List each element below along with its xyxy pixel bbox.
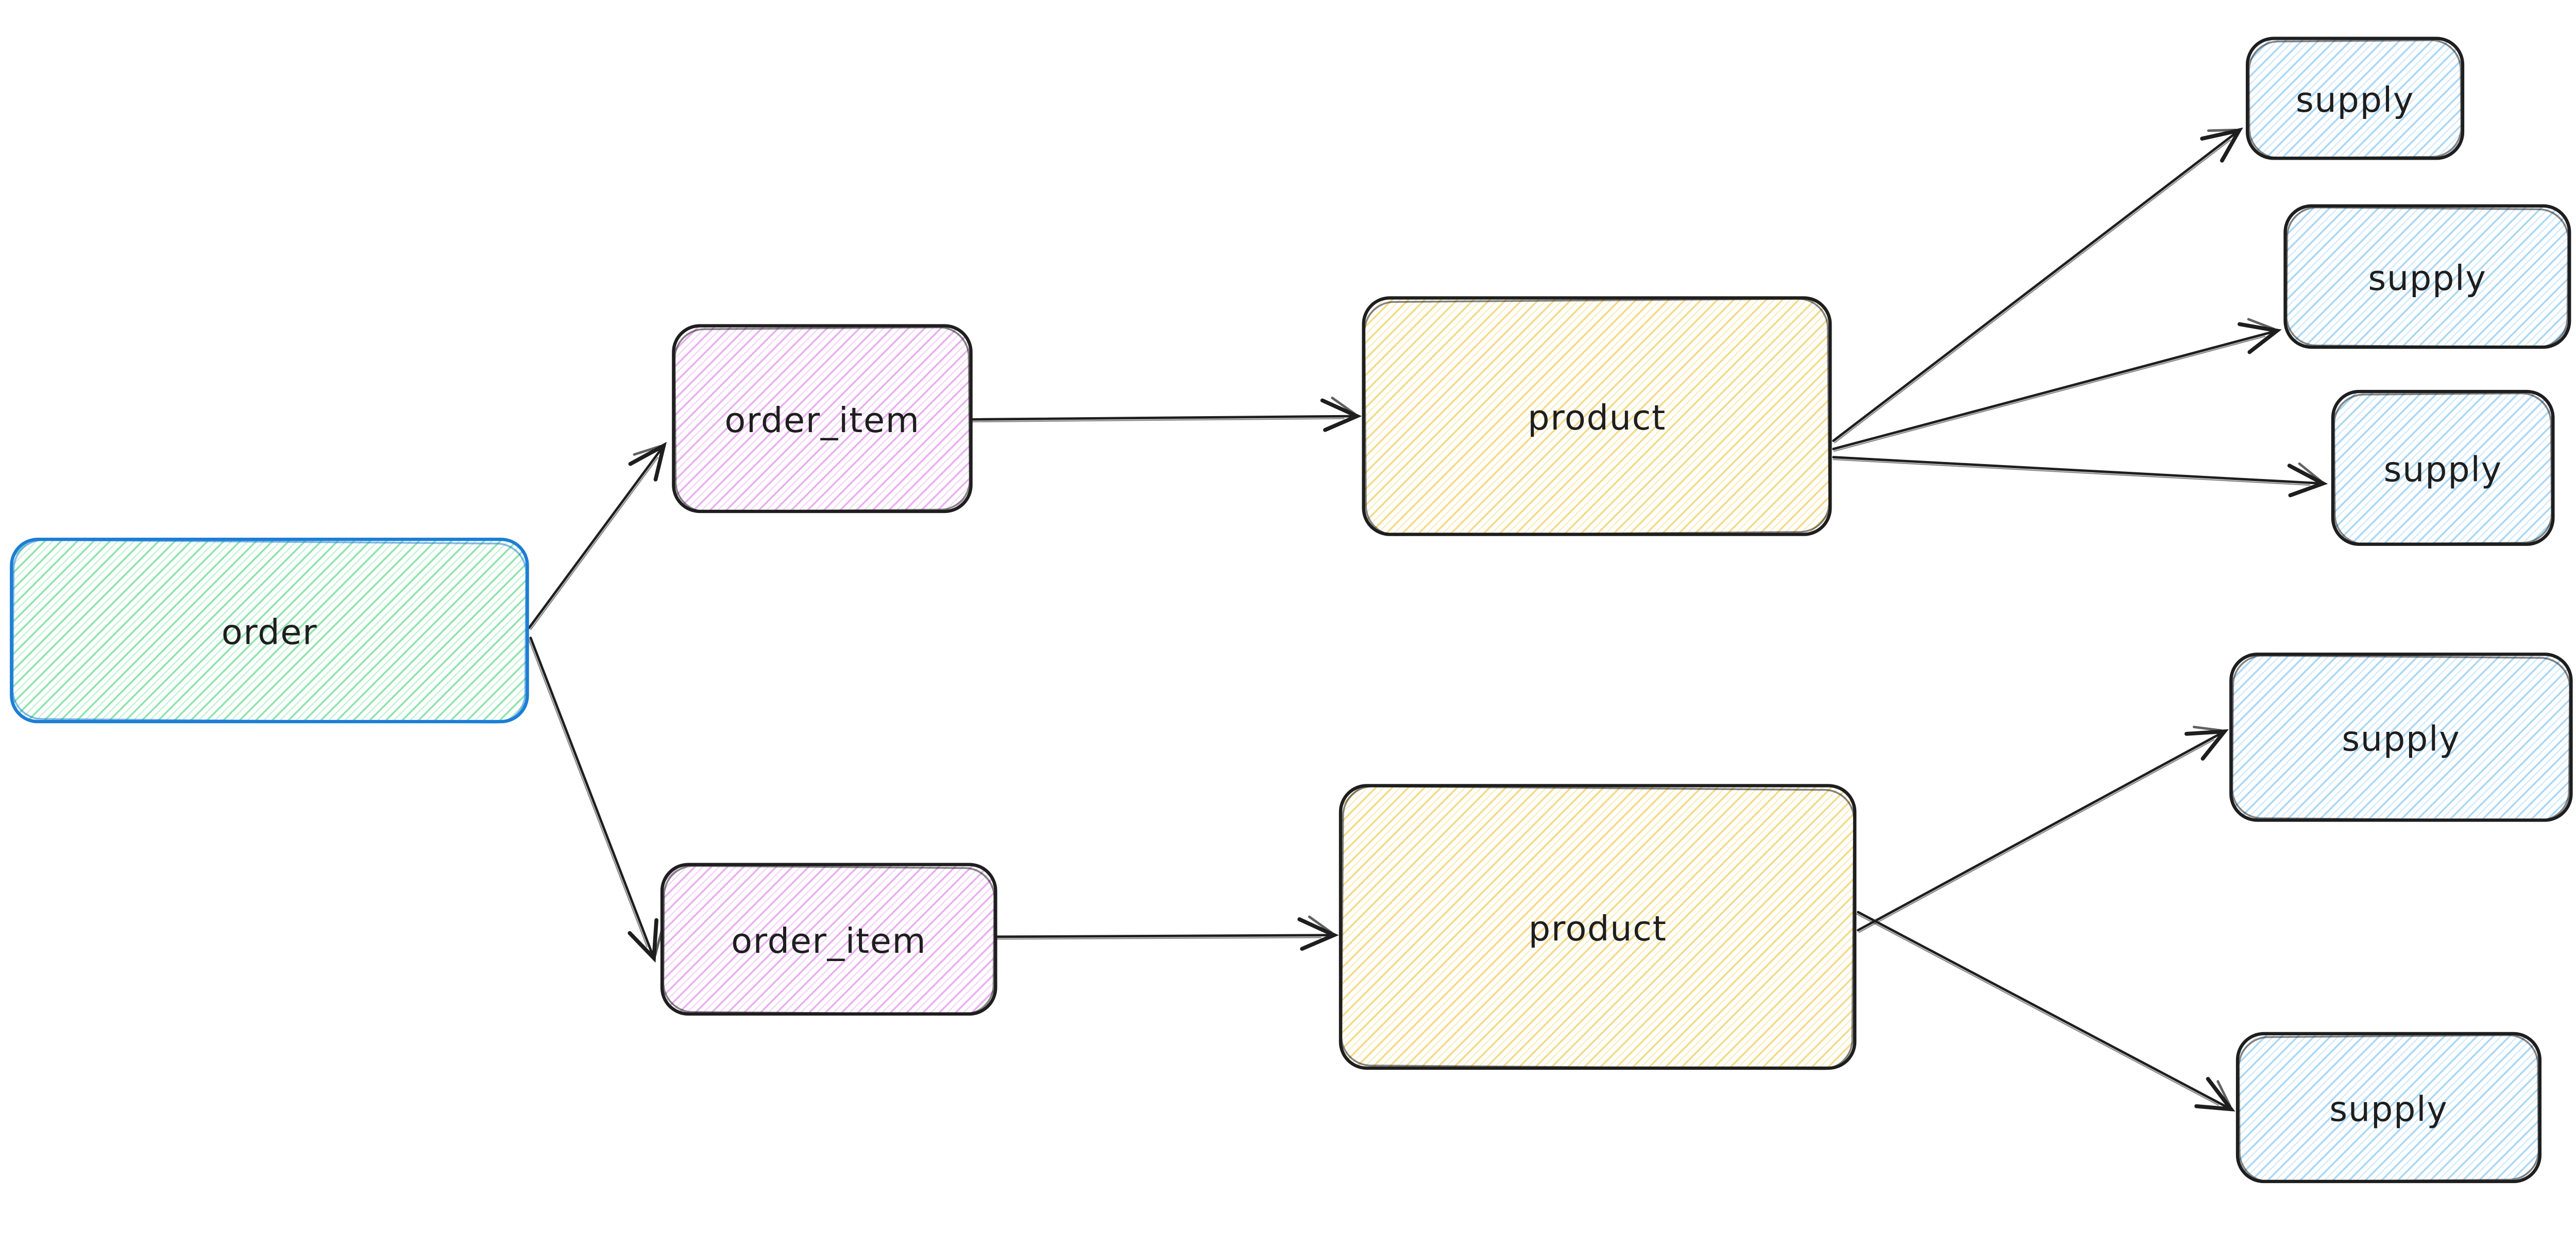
edge-product_1-to-supply_1[interactable] [1832,127,2243,443]
edge-arrow-line [529,637,664,963]
edge-sketch-stroke [1833,335,2266,452]
edge-order-to-order_item_2[interactable] [528,637,664,963]
edge-sketch-stroke [996,936,1322,940]
node-supply_2[interactable]: supply [2283,204,2571,349]
node-shape-sketch-outline [2333,392,2553,545]
edge-sketch-stroke [528,638,648,948]
node-shape-sketch-outline [662,865,995,1015]
node-shape-sketch-outline [1363,298,1831,536]
node-supply_4[interactable]: supply [2229,653,2573,822]
edge-sketch-stroke [1856,913,2219,1106]
edge-sketch-stroke [1834,139,2231,443]
node-product_1[interactable]: product [1362,296,1832,536]
edge-sketch-stroke [972,418,1345,423]
node-shape [2229,653,2573,822]
edge-product_1-to-supply_3[interactable] [1832,456,2328,498]
node-shape [1338,784,1857,1070]
node-order_item_1[interactable]: order_item [672,324,973,513]
node-shape [2283,204,2571,349]
edge-product_2-to-supply_4[interactable] [1857,726,2229,933]
edge-sketch-stroke [530,457,658,630]
node-shape-sketch-outline [673,326,971,512]
edge-order_item_1-to-product_1[interactable] [971,397,1362,432]
node-shape-sketch-outline [2285,207,2569,348]
edge-order_item_2-to-product_2[interactable] [996,915,1339,951]
node-order_item_2[interactable]: order_item [660,863,997,1016]
node-order[interactable]: order [10,537,529,724]
node-supply_1[interactable]: supply [2246,37,2465,160]
node-shape [660,863,997,1016]
node-product_2[interactable]: product [1338,784,1857,1070]
edge-sketch-stroke [1833,458,2311,486]
edge-sketch-stroke [1858,739,2215,933]
node-supply_3[interactable]: supply [2331,389,2555,546]
node-shape-sketch-outline [2238,1034,2540,1183]
edge-arrow-line [1832,456,2328,498]
node-shape [672,324,973,513]
edge-arrow-line [996,915,1339,951]
edge-arrow-line [1857,911,2235,1112]
node-shape [2331,389,2555,546]
node-shape-sketch-outline [2248,39,2462,159]
node-shape [10,537,529,724]
edge-arrow-line [528,441,667,629]
node-supply_5[interactable]: supply [2235,1032,2542,1184]
edge-arrow-line [971,397,1362,432]
node-shape-sketch-outline [11,539,528,724]
edge-arrow-line [1832,318,2282,451]
edge-product_1-to-supply_2[interactable] [1832,318,2282,452]
edge-arrow-line [1857,726,2229,932]
node-shape-sketch-outline [1340,785,1855,1070]
node-shape [2246,37,2465,160]
node-shape [2235,1032,2542,1184]
edge-product_2-to-supply_5[interactable] [1856,911,2235,1112]
edge-order-to-order_item_1[interactable] [528,441,667,630]
edge-arrow-line [1832,127,2243,442]
node-shape-sketch-outline [2231,655,2571,821]
node-shape [1362,296,1832,536]
